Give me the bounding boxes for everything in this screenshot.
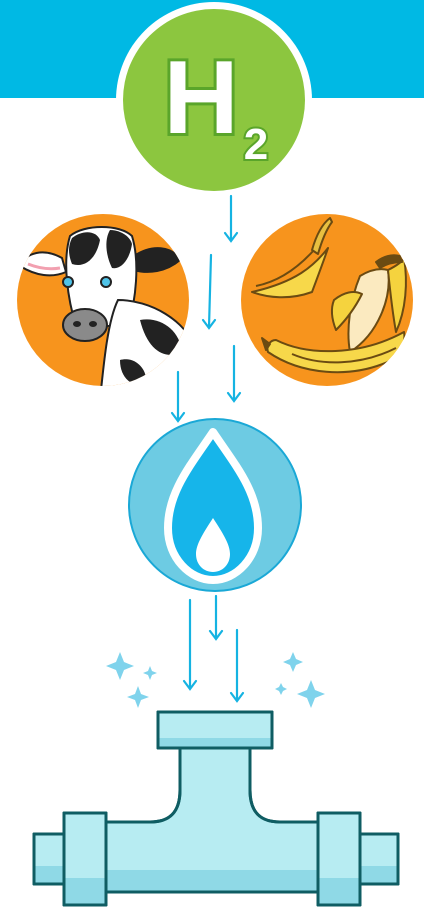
- sparkle-icon: [297, 680, 325, 708]
- sparkle-icon: [106, 652, 134, 680]
- arrow-icon: [225, 196, 237, 241]
- hydrogen-badge: H 2: [116, 2, 312, 198]
- sparkle-icon: [127, 686, 149, 708]
- arrow-icon: [210, 596, 222, 639]
- sparkles: [106, 652, 325, 708]
- gas-flame-icon: [126, 416, 304, 594]
- sparkle-icon: [275, 683, 287, 695]
- sparkle-icon: [283, 652, 303, 672]
- arrow-icon: [228, 346, 240, 401]
- arrow-icon: [231, 630, 243, 701]
- hydrogen-letter: H: [163, 40, 238, 156]
- banana-peel-icon: [238, 211, 416, 389]
- hydrogen-subscript: 2: [244, 120, 268, 169]
- arrow-icon: [172, 372, 184, 421]
- pipe-t-junction-icon: [34, 712, 398, 905]
- cow-icon: [14, 211, 196, 400]
- arrow-icon: [203, 255, 215, 328]
- sparkle-icon: [143, 666, 157, 680]
- arrow-icon: [184, 600, 196, 689]
